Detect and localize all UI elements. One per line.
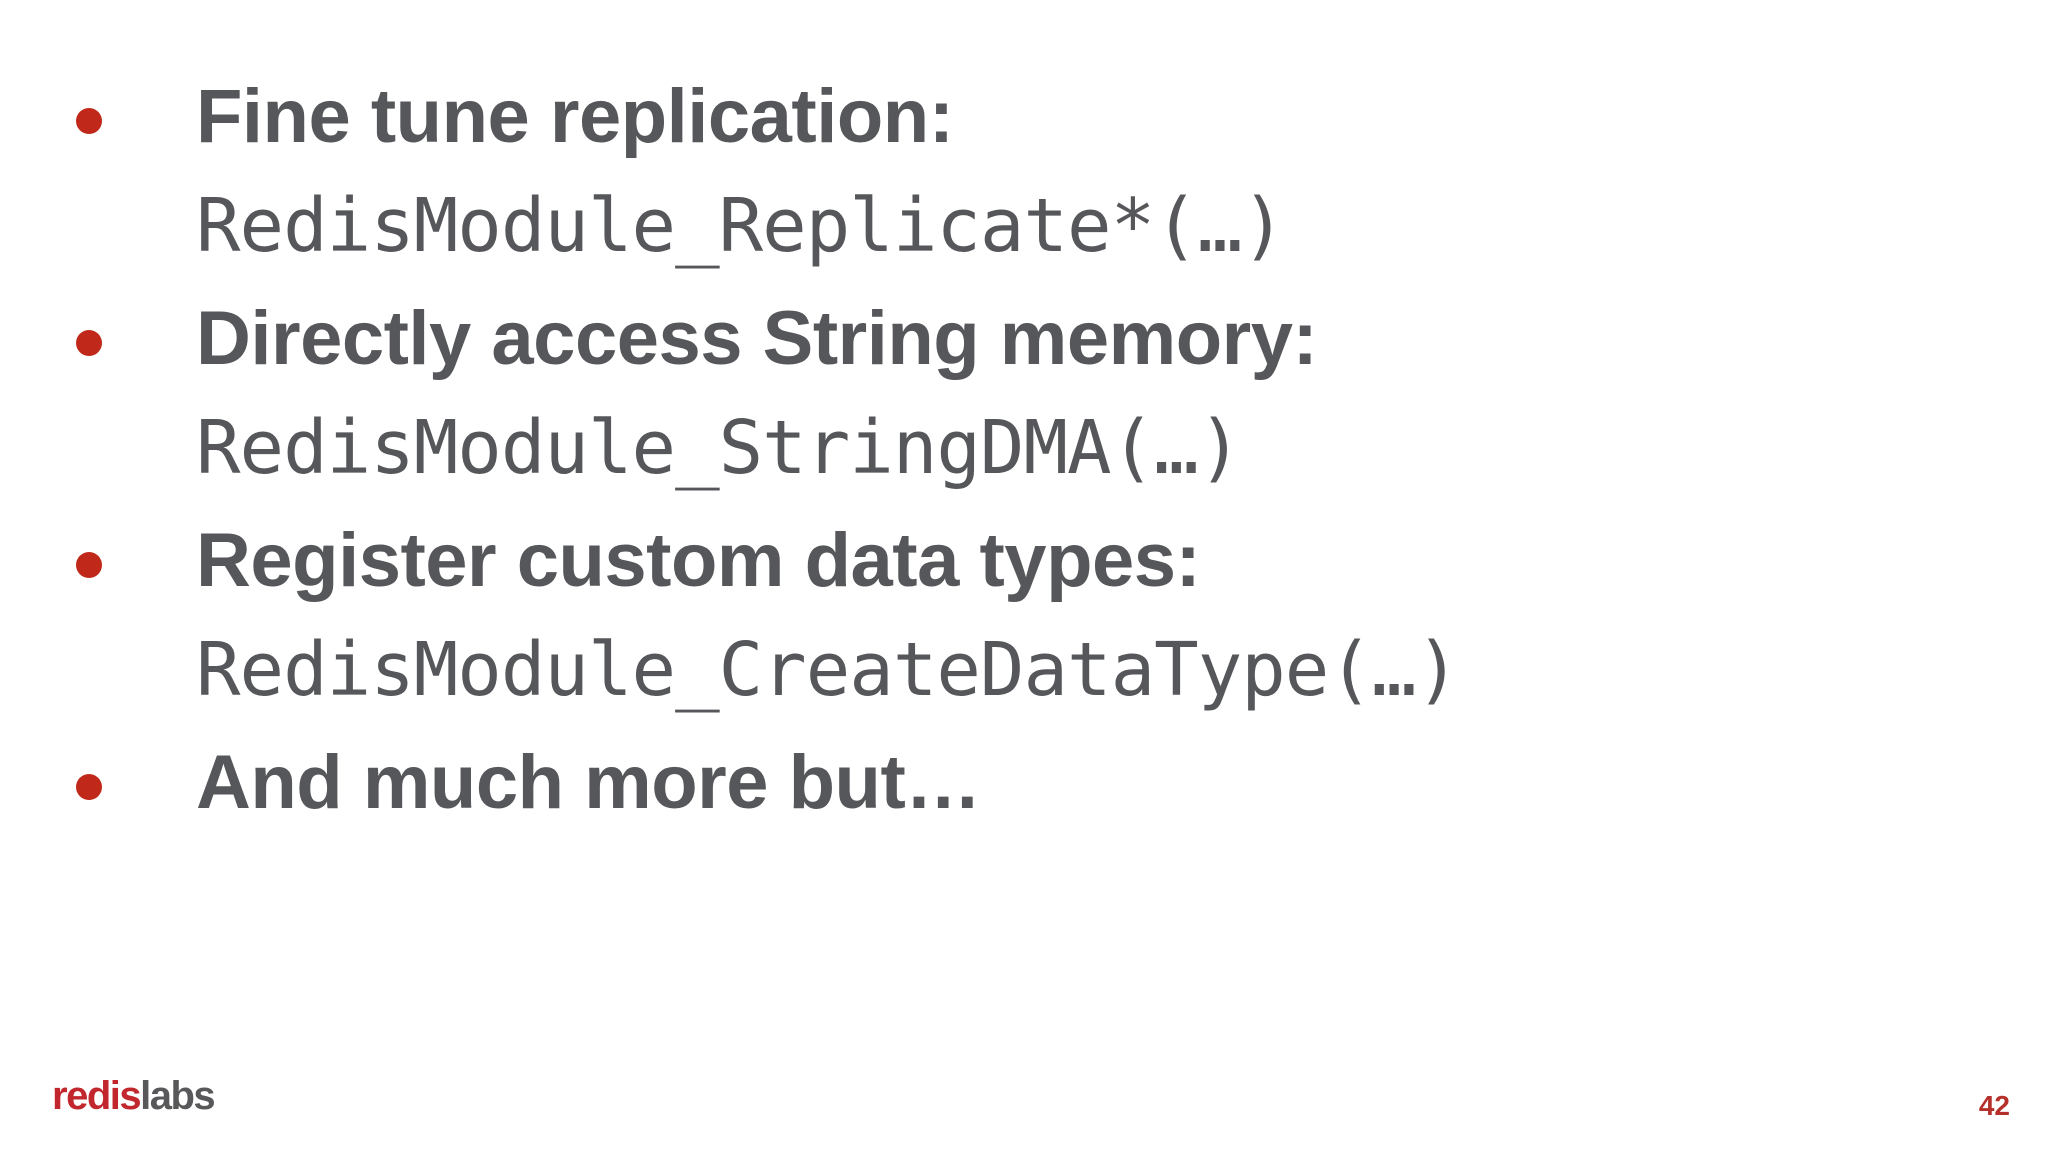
- redislabs-logo: redislabs: [52, 1074, 216, 1118]
- bullet-code: RedisModule_StringDMA(…): [196, 405, 1242, 491]
- page-number: 42: [1978, 1090, 2010, 1121]
- bullet-code: RedisModule_Replicate*(…): [196, 183, 1286, 269]
- bullet-code: RedisModule_CreateDataType(…): [196, 627, 1460, 713]
- logo-text-labs: labs: [140, 1074, 216, 1118]
- list-item: And much more but…: [56, 728, 1996, 838]
- bullet-dot-icon: [76, 330, 102, 356]
- bullet-dot-icon: [76, 774, 102, 800]
- bullet-heading: And much more but…: [196, 740, 981, 825]
- bullet-heading: Register custom data types:: [196, 518, 1201, 603]
- list-item: Register custom data types: RedisModule_…: [56, 506, 1996, 724]
- bullet-heading: Directly access String memory:: [196, 296, 1318, 381]
- list-item: Directly access String memory: RedisModu…: [56, 284, 1996, 502]
- logo-text-redis: redis: [52, 1074, 142, 1118]
- bullet-heading: Fine tune replication:: [196, 74, 954, 159]
- bullet-dot-icon: [76, 552, 102, 578]
- bullet-list: Fine tune replication: RedisModule_Repli…: [56, 62, 1996, 842]
- bullet-dot-icon: [76, 108, 102, 134]
- list-item: Fine tune replication: RedisModule_Repli…: [56, 62, 1996, 280]
